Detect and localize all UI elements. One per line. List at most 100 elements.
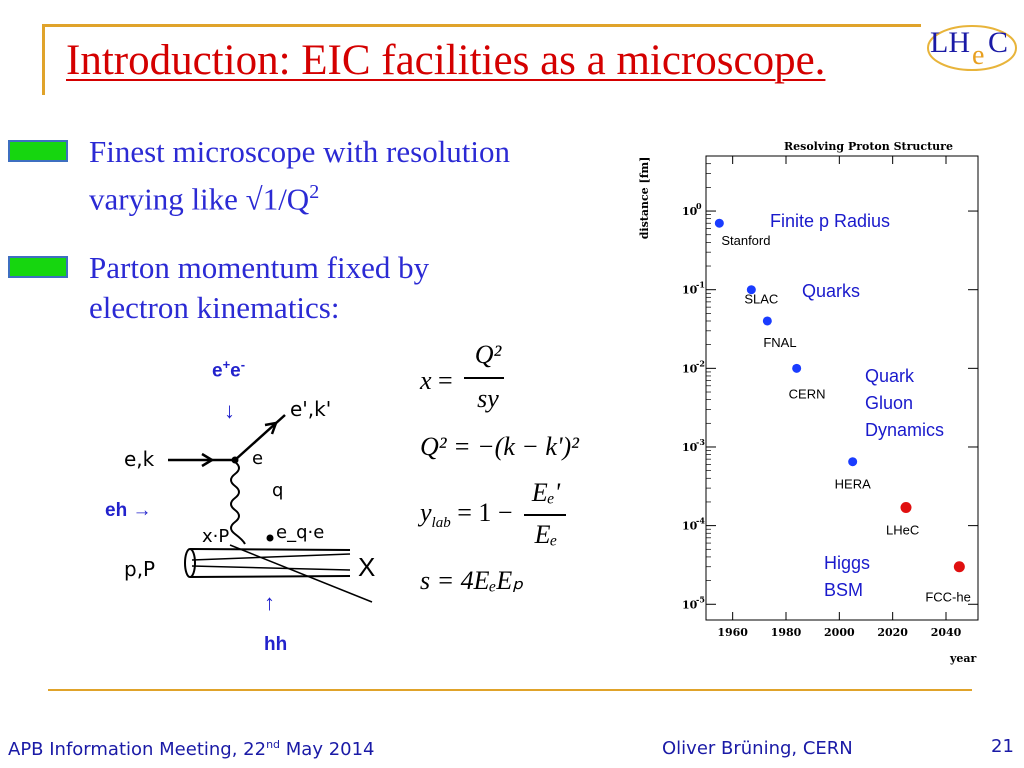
footer-event: APB Information Meeting, 22nd May 2014 xyxy=(8,738,375,760)
bullet-2-line1: Parton momentum fixed by xyxy=(89,250,430,285)
x-tick-label: 1960 xyxy=(717,626,748,639)
hand-label-e: e xyxy=(252,448,263,469)
footer-page-number: 21 xyxy=(991,736,1014,757)
data-point-slac xyxy=(746,285,756,295)
proton-tube-inner-2 xyxy=(191,565,351,571)
y-tick-label: 10 xyxy=(682,441,698,454)
footer-author: Oliver Brüning, CERN xyxy=(662,738,853,759)
y-tick-label: 10 xyxy=(682,362,698,375)
y-tick-label: 10 xyxy=(682,520,698,533)
bullet-1: Finest microscope with resolution varyin… xyxy=(89,132,510,219)
plot-frame xyxy=(705,155,979,621)
x-tick-label: 2020 xyxy=(877,626,908,639)
annotation-quarks: Quarks xyxy=(802,281,860,301)
data-label-fnal: FNAL xyxy=(763,335,796,350)
chart-ylabel: distance [fm] xyxy=(638,157,651,240)
x-tick-label: 2040 xyxy=(931,626,962,639)
proton-tube-inner-1 xyxy=(191,553,351,561)
outgoing-arrow xyxy=(264,421,278,435)
bullet-marker-2 xyxy=(8,256,68,278)
down-arrow-icon: ↓ xyxy=(224,398,235,423)
bullet-1-line2-text: varying like √1/Q xyxy=(89,181,310,217)
final-state-x-label: X xyxy=(358,552,375,582)
hh-label: hh xyxy=(264,634,288,655)
ee-label: e+e- xyxy=(212,357,246,382)
y-tick-exponent: -2 xyxy=(696,358,705,368)
hand-label-eqe: e_q·e xyxy=(276,522,324,543)
equation-2: Q² = −(k − k')² xyxy=(420,432,579,461)
annotation-finite-p-radius: Finite p Radius xyxy=(770,211,890,231)
data-label-lhec: LHeC xyxy=(886,523,919,538)
proton-tube-top xyxy=(189,548,351,551)
eh-label: eh → xyxy=(105,500,152,521)
logo-text-e: e xyxy=(972,40,984,71)
vertex-lower xyxy=(266,534,274,542)
hand-label-q: q xyxy=(272,480,283,501)
hand-label-xp: x·P xyxy=(202,526,229,547)
bullet-marker-1 xyxy=(8,140,68,162)
title-frame xyxy=(42,24,921,95)
chart-title: Resolving Proton Structure xyxy=(784,140,953,153)
data-point-stanford xyxy=(714,218,724,228)
hand-label-ek: e,k xyxy=(124,447,155,471)
logo-text-c: C xyxy=(988,26,1008,59)
x-tick-label: 2000 xyxy=(824,626,855,639)
bullet-2: Parton momentum fixed by electron kinema… xyxy=(89,248,429,328)
up-arrow-icon: ↑ xyxy=(264,590,275,615)
equation-1-lhs: x = xyxy=(420,366,453,395)
annotation-bsm: BSM xyxy=(824,580,863,600)
bullet-1-line2: varying like √1/Q2 xyxy=(89,172,510,219)
proton-structure-chart: Resolving Proton Structure distance [fm]… xyxy=(632,128,992,670)
lhec-logo: LH e C xyxy=(927,25,1017,71)
y-tick-exponent: -3 xyxy=(696,437,705,447)
annotation-gluon: Gluon xyxy=(865,393,913,413)
photon-propagator xyxy=(230,461,246,545)
y-tick-label: 10 xyxy=(682,284,698,297)
annotation-dynamics: Dynamics xyxy=(865,420,944,440)
data-label-slac: SLAC xyxy=(744,292,778,307)
data-point-cern xyxy=(792,363,802,373)
y-tick-exponent: -1 xyxy=(696,280,705,290)
data-label-hera: HERA xyxy=(835,477,871,492)
struck-quark-line xyxy=(229,544,373,603)
bullet-2-line2: electron kinematics: xyxy=(89,290,340,325)
footer-divider xyxy=(48,689,972,691)
bullet-1-sup: 2 xyxy=(309,181,320,203)
data-label-stanford: Stanford xyxy=(721,233,770,248)
chart-xlabel: year xyxy=(949,652,977,665)
data-label-cern: CERN xyxy=(789,386,826,401)
bullet-1-line1: Finest microscope with resolution xyxy=(89,134,511,169)
scattering-diagram: e,k e e',k' q x·P e_q·e p,P X xyxy=(124,397,375,603)
proton-tube-bottom xyxy=(189,575,351,578)
equation-3-num: Eₑ' xyxy=(531,478,561,507)
chart-background xyxy=(632,128,992,670)
annotation-quark: Quark xyxy=(865,366,915,386)
incoming-arrow xyxy=(201,452,215,468)
data-point-fnal xyxy=(762,316,772,326)
hand-label-pp: p,P xyxy=(124,557,155,581)
data-label-fcc-he: FCC-he xyxy=(925,590,971,605)
equation-1-num: Q² xyxy=(474,340,502,369)
equation-3-fraction-bar xyxy=(524,514,566,516)
y-tick-label: 10 xyxy=(682,205,698,218)
logo-ellipse xyxy=(927,25,1017,71)
x-tick-label: 1980 xyxy=(771,626,802,639)
logo-text-lh: LH xyxy=(930,26,970,59)
equation-1-den: sy xyxy=(477,384,499,413)
equation-3-lhs: ylab = 1 − xyxy=(420,498,513,532)
equation-4: s = 4EₑEₚ xyxy=(420,566,524,595)
y-tick-label: 10 xyxy=(682,598,698,611)
hand-label-ekp: e',k' xyxy=(290,397,331,421)
y-tick-exponent: 0 xyxy=(696,201,702,211)
vertex-upper xyxy=(231,456,239,464)
slide-title: Introduction: EIC facilities as a micros… xyxy=(66,37,826,84)
annotation-higgs: Higgs xyxy=(824,553,870,573)
y-tick-exponent: -4 xyxy=(696,516,705,526)
proton-tube-end xyxy=(184,548,196,578)
data-point-fcc-he xyxy=(953,561,965,573)
equation-3-den: Eₑ xyxy=(534,520,558,549)
data-point-lhec xyxy=(900,502,912,514)
y-tick-exponent: -5 xyxy=(696,594,705,604)
data-point-hera xyxy=(848,457,858,467)
equation-1-fraction-bar xyxy=(464,377,504,379)
